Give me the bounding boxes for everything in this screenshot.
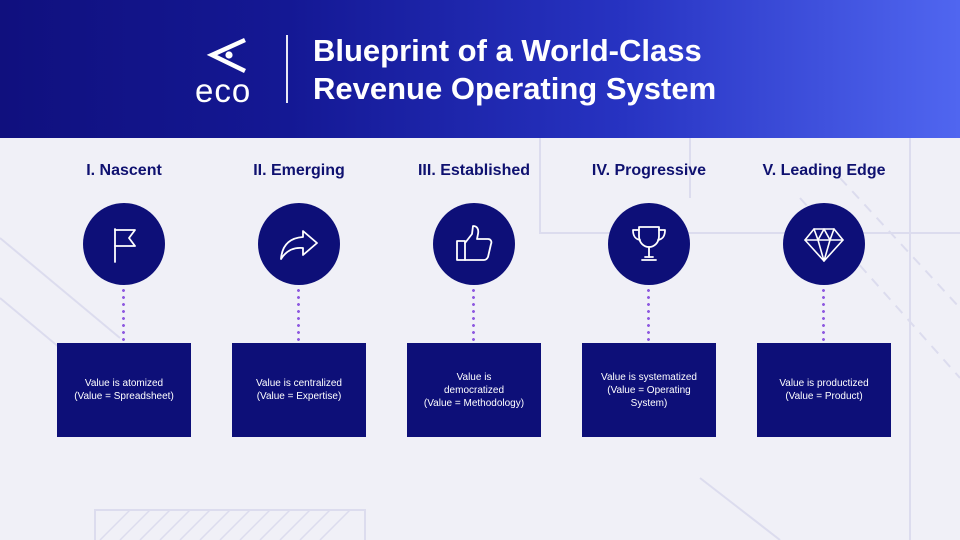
stage-description-box: Value is systematized (Value = Operating… <box>582 343 716 437</box>
stage-description: Value is centralized (Value = Expertise) <box>256 378 342 402</box>
stage-title: IV. Progressive <box>591 162 707 179</box>
header-banner: eco Blueprint of a World-Class Revenue O… <box>0 0 960 138</box>
stage-icon-circle <box>608 203 690 285</box>
dotted-connector <box>297 287 300 343</box>
diamond-icon <box>804 228 844 262</box>
stage-description: Value is democratized (Value = Methodolo… <box>423 371 525 409</box>
stage-icon-circle <box>783 203 865 285</box>
stage-title: III. Established <box>417 162 531 179</box>
stage-title: II. Emerging <box>253 162 345 179</box>
stage-icon-circle <box>433 203 515 285</box>
stage-description: Value is atomized (Value = Spreadsheet) <box>74 378 174 402</box>
forward-arrow-icon <box>280 230 318 260</box>
dotted-connector <box>647 287 650 343</box>
stage-description-box: Value is centralized (Value = Expertise) <box>232 343 366 437</box>
title-line-1: Blueprint of a World-Class <box>313 33 702 68</box>
stage-icon-circle <box>258 203 340 285</box>
stage-icon-circle <box>83 203 165 285</box>
stage-title: V. Leading Edge <box>762 162 886 179</box>
logo-text: eco <box>195 72 252 109</box>
stage-description: Value is systematized (Value = Operating… <box>601 371 697 409</box>
trophy-icon <box>632 226 666 261</box>
stage-description-box: Value is productized (Value = Product) <box>757 343 891 437</box>
title-line-2: Revenue Operating System <box>313 71 717 106</box>
eco-logo-icon <box>206 37 246 74</box>
dotted-connector <box>472 287 475 343</box>
stage-description-box: Value is atomized (Value = Spreadsheet) <box>57 343 191 437</box>
stage-title: I. Nascent <box>86 162 162 179</box>
dotted-connector <box>822 287 825 343</box>
background-decoration <box>0 138 960 540</box>
header-divider <box>286 35 288 103</box>
flag-icon <box>114 228 136 263</box>
dotted-connector <box>122 287 125 343</box>
page-title: Blueprint of a World-Class Revenue Opera… <box>313 32 933 108</box>
thumbs-up-icon <box>456 225 493 261</box>
stage-description: Value is productized (Value = Product) <box>779 378 869 402</box>
stage-description-box: Value is democratized (Value = Methodolo… <box>407 343 541 437</box>
